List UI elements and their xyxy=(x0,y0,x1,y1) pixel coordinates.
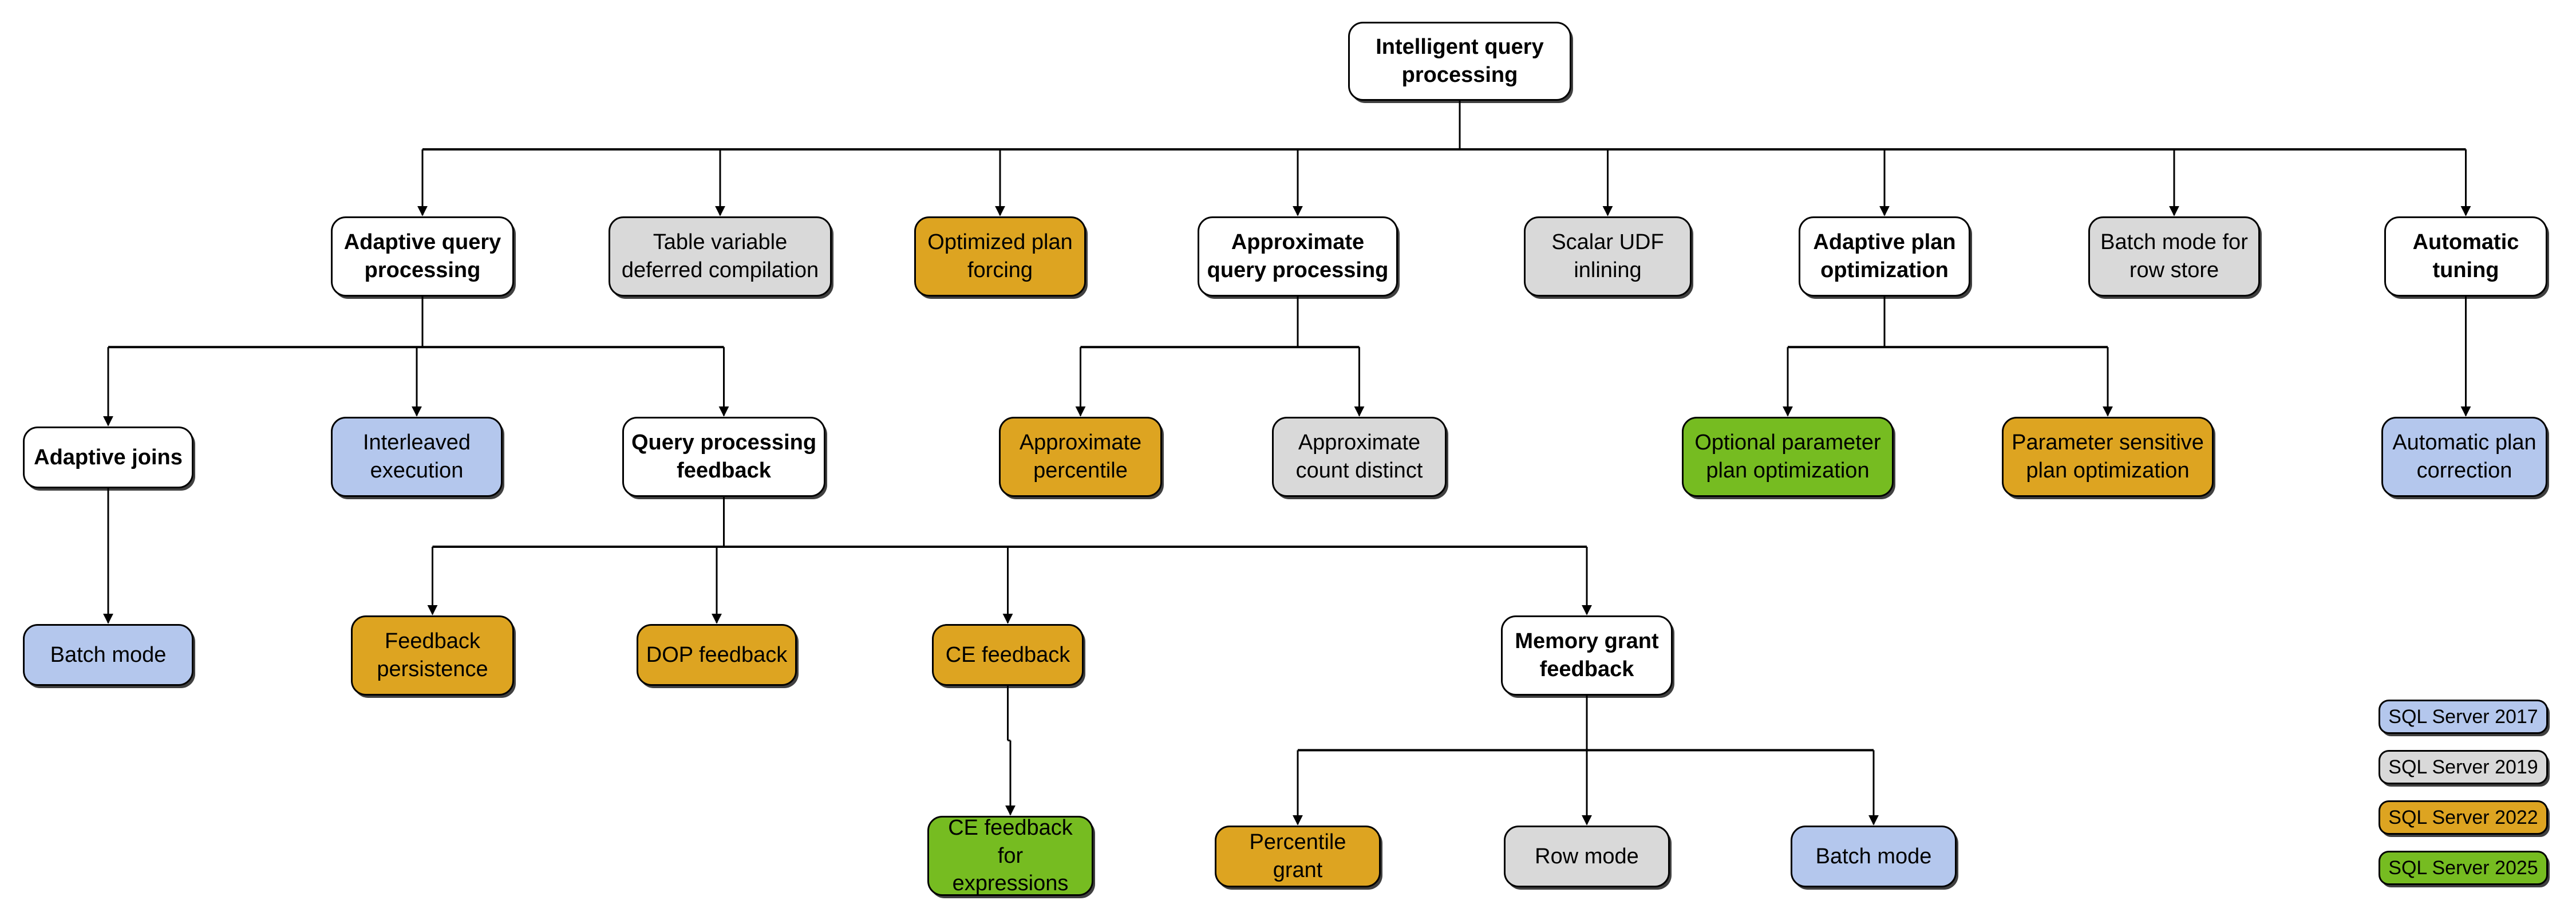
node-cefb[interactable]: CE feedback xyxy=(932,624,1084,686)
node-label-opf: Optimized plan forcing xyxy=(927,230,1073,282)
node-tvdc[interactable]: Table variable deferred compilation xyxy=(609,216,832,297)
node-bmrs[interactable]: Batch mode for row store xyxy=(2088,216,2260,297)
node-label-apc: Automatic plan correction xyxy=(2392,431,2537,483)
node-label-dopfb: DOP feedback xyxy=(646,642,788,667)
node-label-autotune: Automatic tuning xyxy=(2412,230,2519,282)
legend-label: SQL Server 2025 xyxy=(2388,856,2538,879)
node-label-rowmode: Row mode xyxy=(1535,844,1639,868)
node-cefbexpr[interactable]: CE feedback for expressions xyxy=(927,816,1093,896)
node-opf[interactable]: Optimized plan forcing xyxy=(914,216,1086,297)
node-root[interactable]: Intelligent query processing xyxy=(1348,22,1571,101)
node-batchmode2[interactable]: Batch mode xyxy=(1791,826,1957,887)
node-label-interleaved: Interleaved execution xyxy=(362,431,471,483)
legend-item-sql-server-2019: SQL Server 2019 xyxy=(2379,750,2548,784)
node-rowmode[interactable]: Row mode xyxy=(1504,826,1670,887)
node-approxcount[interactable]: Approximate count distinct xyxy=(1272,417,1447,497)
node-batchmode1[interactable]: Batch mode xyxy=(23,624,193,686)
node-label-qpf: Query processing feedback xyxy=(631,431,817,483)
node-label-cefb: CE feedback xyxy=(945,642,1070,667)
node-label-cefbexpr: CE feedback for expressions xyxy=(948,816,1073,896)
node-label-root: Intelligent query processing xyxy=(1376,35,1544,87)
node-label-aqp: Adaptive query processing xyxy=(343,230,501,282)
node-pspo[interactable]: Parameter sensitive plan optimization xyxy=(2002,417,2214,497)
node-aqp[interactable]: Adaptive query processing xyxy=(331,216,514,297)
node-approxpct[interactable]: Approximate percentile xyxy=(999,417,1162,497)
node-qpf[interactable]: Query processing feedback xyxy=(622,417,825,497)
node-label-mgf: Memory grant feedback xyxy=(1515,629,1659,681)
node-label-batchmode2: Batch mode xyxy=(1815,844,1932,868)
node-label-tvdc: Table variable deferred compilation xyxy=(621,230,819,282)
node-mgf[interactable]: Memory grant feedback xyxy=(1501,615,1673,696)
legend-label: SQL Server 2017 xyxy=(2388,705,2538,728)
node-adaptivejoins[interactable]: Adaptive joins xyxy=(23,427,193,488)
node-autotune[interactable]: Automatic tuning xyxy=(2384,216,2547,297)
node-apo[interactable]: Adaptive plan optimization xyxy=(1799,216,1970,297)
node-approx[interactable]: Approximate query processing xyxy=(1198,216,1398,297)
node-dopfb[interactable]: DOP feedback xyxy=(637,624,797,686)
node-label-approx: Approximate query processing xyxy=(1207,230,1389,282)
legend-item-sql-server-2022: SQL Server 2022 xyxy=(2379,800,2548,835)
node-label-pspo: Parameter sensitive plan optimization xyxy=(2012,431,2204,483)
legend-item-sql-server-2017: SQL Server 2017 xyxy=(2379,700,2548,734)
node-oppo[interactable]: Optional parameter plan optimization xyxy=(1682,417,1894,497)
node-interleaved[interactable]: Interleaved execution xyxy=(331,417,503,497)
node-label-adaptivejoins: Adaptive joins xyxy=(34,445,183,469)
node-label-udf: Scalar UDF inlining xyxy=(1551,230,1664,282)
node-label-pctgrant: Percentile grant xyxy=(1249,830,1346,882)
node-label-batchmode1: Batch mode xyxy=(50,642,167,667)
node-label-fbpersist: Feedback persistence xyxy=(377,629,488,681)
node-label-approxcount: Approximate count distinct xyxy=(1295,431,1423,483)
node-label-bmrs: Batch mode for row store xyxy=(2100,230,2248,282)
node-fbpersist[interactable]: Feedback persistence xyxy=(351,615,514,696)
legend-label: SQL Server 2019 xyxy=(2388,756,2538,778)
legend-label: SQL Server 2022 xyxy=(2388,806,2538,828)
legend-item-sql-server-2025: SQL Server 2025 xyxy=(2379,851,2548,885)
node-udf[interactable]: Scalar UDF inlining xyxy=(1524,216,1692,297)
node-apc[interactable]: Automatic plan correction xyxy=(2381,417,2547,497)
node-label-oppo: Optional parameter plan optimization xyxy=(1694,431,1881,483)
node-label-approxpct: Approximate percentile xyxy=(1019,431,1142,483)
node-label-apo: Adaptive plan optimization xyxy=(1813,230,1956,282)
node-pctgrant[interactable]: Percentile grant xyxy=(1215,826,1381,887)
